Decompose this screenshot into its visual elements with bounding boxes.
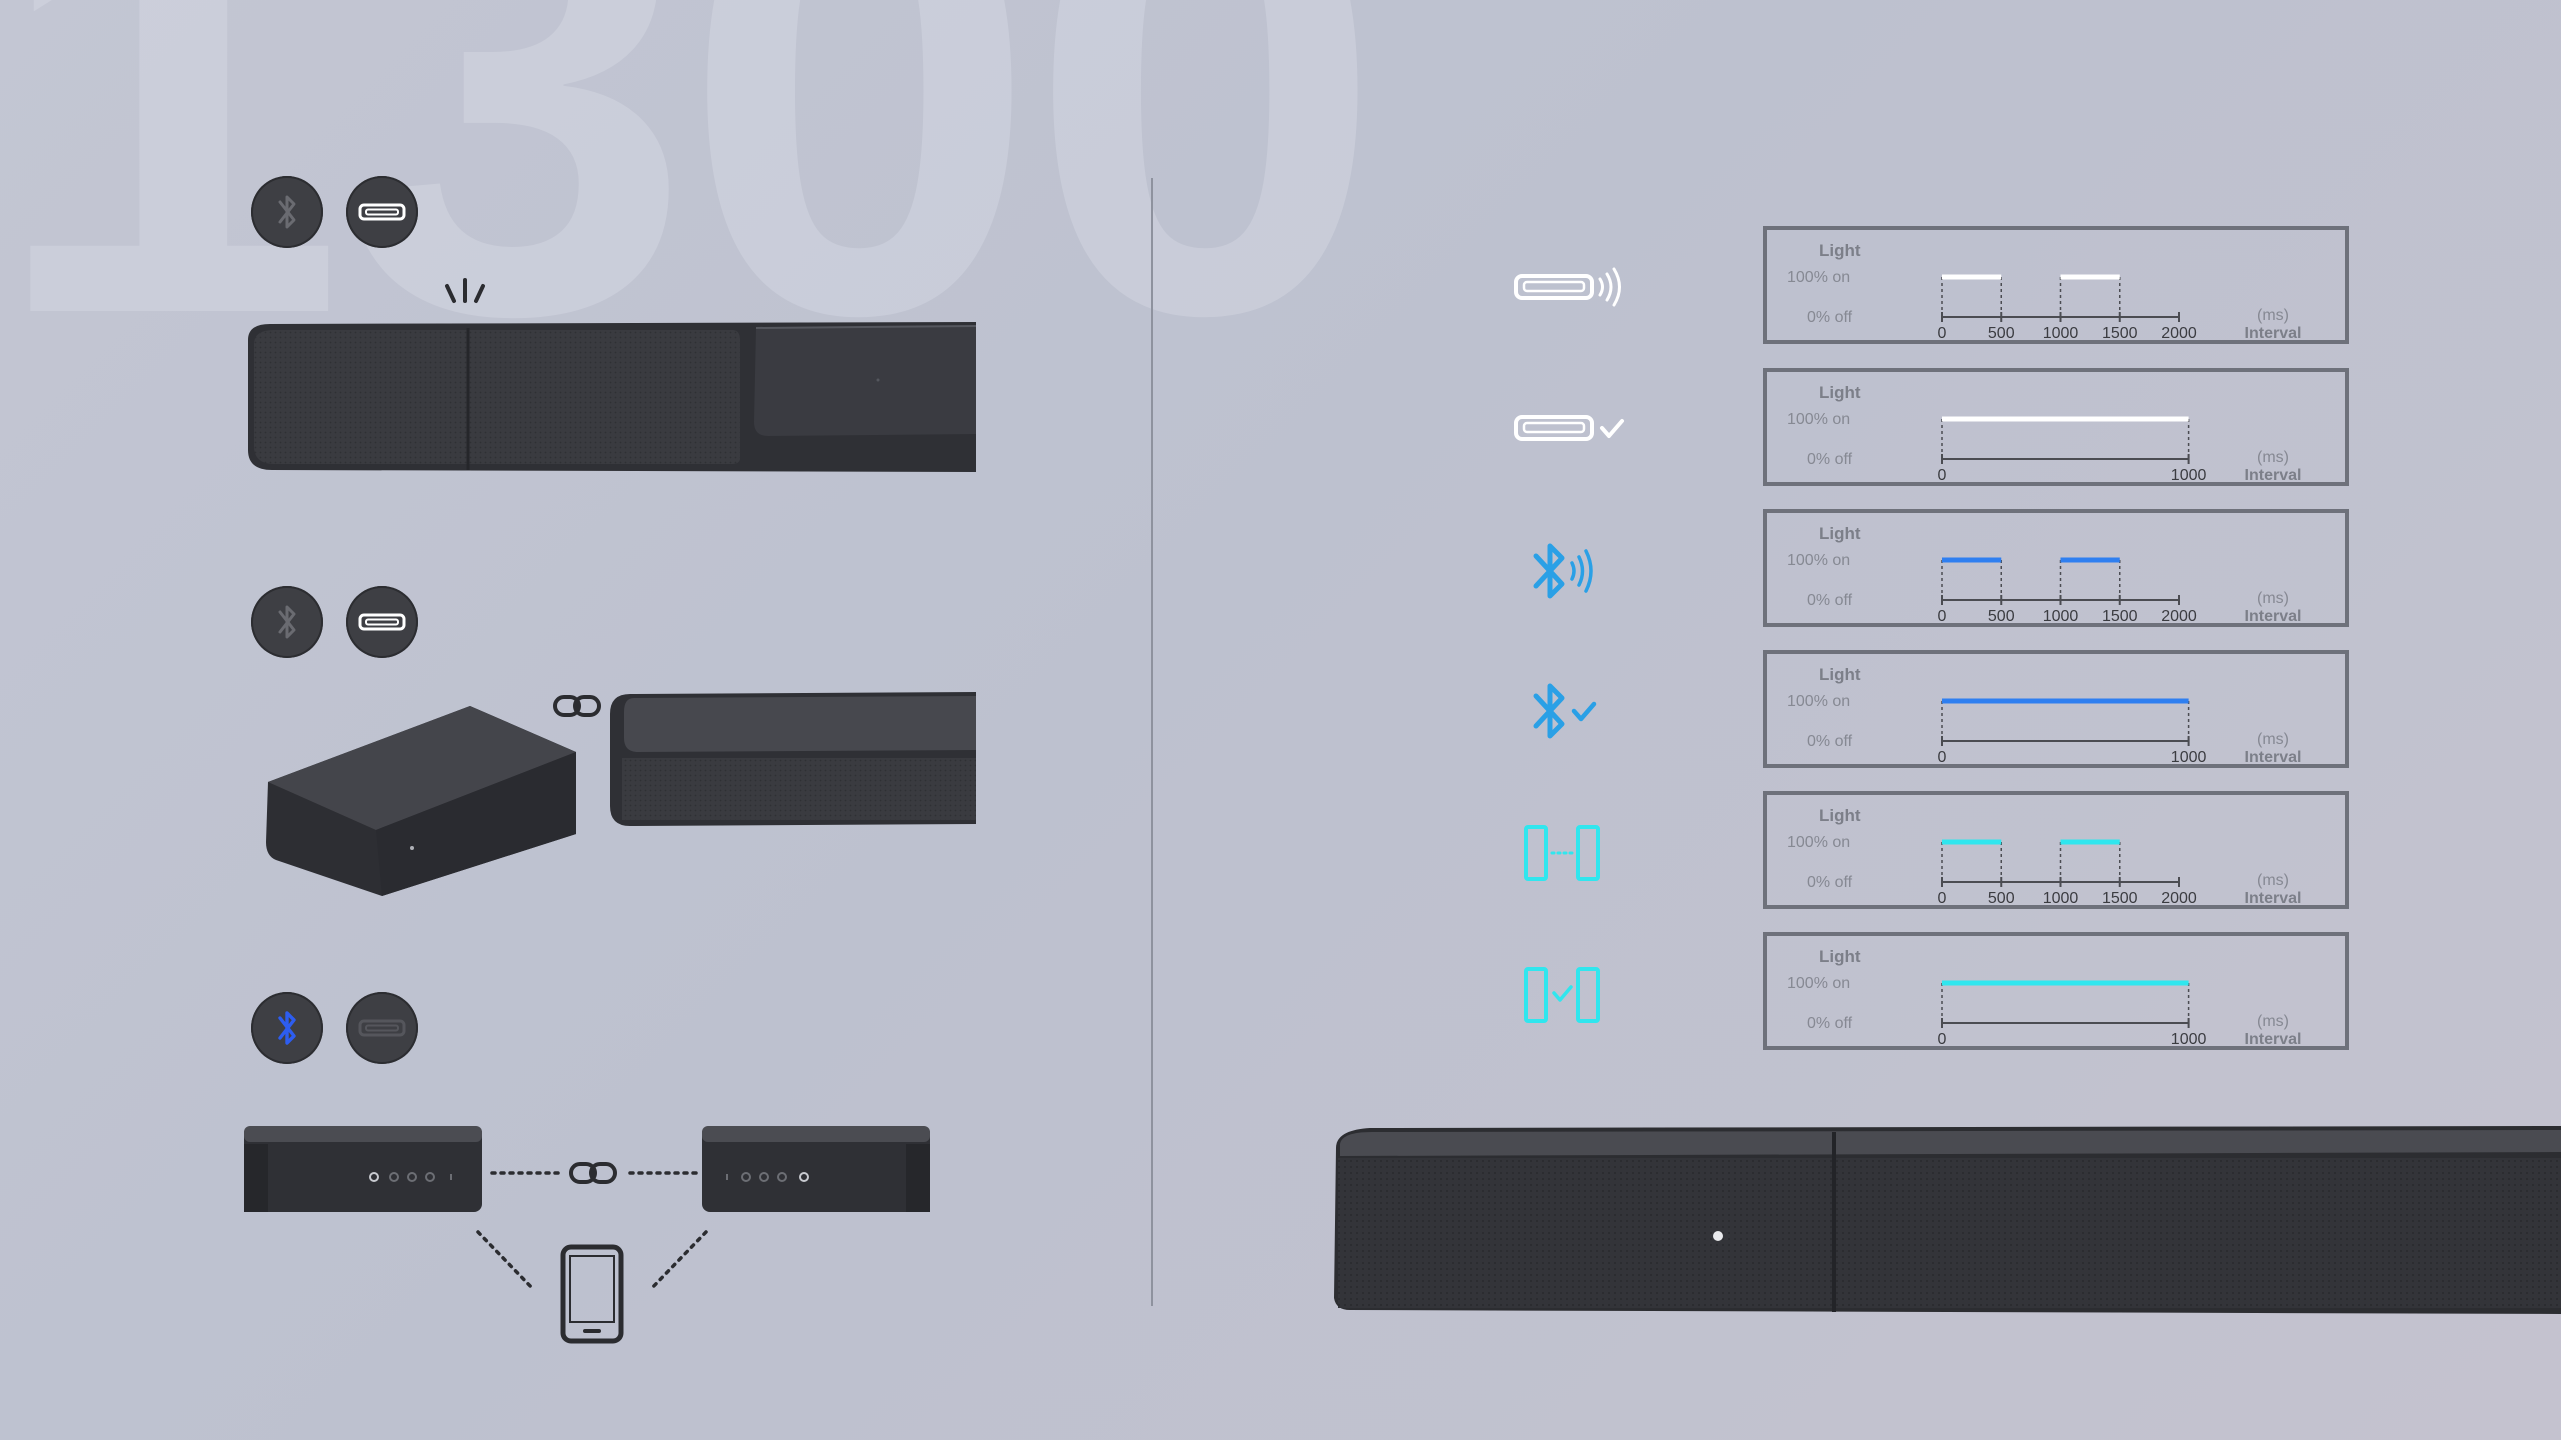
chart-unit-label: (ms) [2257,590,2289,607]
chart-x-label: Interval [2245,325,2302,340]
chart-x-label: Interval [2245,467,2302,482]
bluetooth-icon [278,605,296,639]
chart-unit-label: (ms) [2257,731,2289,748]
pairing-connection-line [490,1171,700,1175]
bluetooth-connected-status-icon [1533,683,1597,739]
chart-on-label: 100% on [1787,693,1850,710]
detachable-speaker-image [266,706,576,896]
soundbar-button-step-2[interactable] [346,586,418,658]
bluetooth-icon [1533,543,1565,599]
chart-tick-label: 1000 [2043,890,2079,905]
chart-unit-label: (ms) [2257,1013,2289,1030]
soundbar-icon [358,613,406,631]
soundbar-icon [1514,415,1594,441]
soundbar-end-image [610,692,976,826]
chart-off-label: 0% off [1807,592,1853,609]
soundbar-pairing-status-icon [1514,267,1621,307]
checkmark-icon [1600,419,1624,438]
chart-title: Light [1819,947,1861,966]
soundbar-icon [1514,274,1594,300]
chart-tick-label: 1000 [2043,608,2079,623]
soundbar-connected-status-icon [1514,415,1624,441]
chart-title: Light [1819,524,1861,543]
timing-chart-bluetooth-connected: Light 100% on 0% off 0 1000 (ms)Interval [1763,650,2349,768]
chart-unit-label: (ms) [2257,307,2289,324]
chart-tick-label: 2000 [2161,890,2197,905]
chart-tick-label: 2000 [2161,325,2197,340]
bluetooth-button-step-1[interactable] [251,176,323,248]
chart-tick-label: 1000 [2171,749,2207,764]
chart-tick-label: 500 [1988,890,2015,905]
chart-tick-label: 1000 [2171,467,2207,482]
chart-x-label: Interval [2245,1031,2302,1046]
timing-chart-speaker-pair-connected: Light 100% on 0% off 0 1000 (ms)Interval [1763,932,2349,1050]
chart-off-label: 0% off [1807,309,1853,326]
chart-tick-label: 1000 [2171,1031,2207,1046]
chart-unit-label: (ms) [2257,449,2289,466]
signal-waves-icon [1570,549,1593,593]
chart-title: Light [1819,241,1861,260]
timing-chart-bluetooth-pairing: Light 100% on 0% off 0 500 1000 1500 2000 (ms)In… [1763,509,2349,627]
chart-off-label: 0% off [1807,874,1853,891]
right-speaker-image [702,1126,930,1212]
chart-on-label: 100% on [1787,411,1850,428]
chart-on-label: 100% on [1787,552,1850,569]
chart-tick-label: 0 [1938,1031,1947,1046]
chart-tick-label: 2000 [2161,608,2197,623]
timing-chart-soundbar-connected: Light 100% on 0% off 0 1000 (ms)Interval [1763,368,2349,486]
link-icon [569,1162,617,1184]
chart-tick-label: 500 [1988,325,2015,340]
chart-title: Light [1819,383,1861,402]
soundbar-icon [358,1019,406,1037]
soundbar-front-image [1334,1126,2561,1314]
chart-tick-label: 0 [1938,608,1947,623]
chart-unit-label: (ms) [2257,872,2289,889]
chart-tick-label: 0 [1938,749,1947,764]
checkmark-icon [1571,701,1597,722]
chart-x-label: Interval [2245,890,2302,905]
section-divider [1151,178,1153,1306]
timing-chart-speaker-pair-pairing: Light 100% on 0% off 0 500 1000 1500 2000 (ms)In… [1763,791,2349,909]
chart-title: Light [1819,806,1861,825]
left-speaker-image [244,1126,482,1212]
soundbar-product-image [248,322,976,472]
soundbar-button-step-1[interactable] [346,176,418,248]
speaker-pair-icon [1524,825,1600,881]
bluetooth-icon [278,195,296,229]
press-indicator-icon [445,278,485,303]
soundbar-button-step-3[interactable] [346,992,418,1064]
chart-on-label: 100% on [1787,269,1850,286]
phone-connection-lines [476,1230,708,1292]
chart-off-label: 0% off [1807,451,1853,468]
timing-chart-soundbar-pairing: Light 100% on 0% off 0 500 1000 1500 2000 (ms)In… [1763,226,2349,344]
soundbar-icon [358,203,406,221]
chart-tick-label: 1500 [2102,325,2138,340]
chart-tick-label: 0 [1938,325,1947,340]
chart-tick-label: 0 [1938,890,1947,905]
link-icon [553,695,601,717]
chart-x-label: Interval [2245,608,2302,623]
bluetooth-icon [1533,683,1565,739]
chart-tick-label: 1500 [2102,608,2138,623]
chart-on-label: 100% on [1787,834,1850,851]
chart-tick-label: 1500 [2102,890,2138,905]
chart-off-label: 0% off [1807,733,1853,750]
speaker-pair-connected-status-icon [1524,967,1600,1023]
chart-on-label: 100% on [1787,975,1850,992]
chart-tick-label: 0 [1938,467,1947,482]
chart-tick-label: 1000 [2043,325,2079,340]
bluetooth-button-step-3[interactable] [251,992,323,1064]
bluetooth-button-step-2[interactable] [251,586,323,658]
speaker-pair-pairing-status-icon [1524,825,1600,881]
bluetooth-pairing-status-icon [1533,543,1593,599]
chart-x-label: Interval [2245,749,2302,764]
speaker-pair-icon [1524,967,1600,1023]
chart-off-label: 0% off [1807,1015,1853,1032]
bluetooth-icon [278,1011,296,1045]
signal-waves-icon [1598,267,1621,307]
checkmark-icon [1552,985,1573,1002]
chart-title: Light [1819,665,1861,684]
chart-tick-label: 500 [1988,608,2015,623]
smartphone-icon [560,1244,624,1344]
